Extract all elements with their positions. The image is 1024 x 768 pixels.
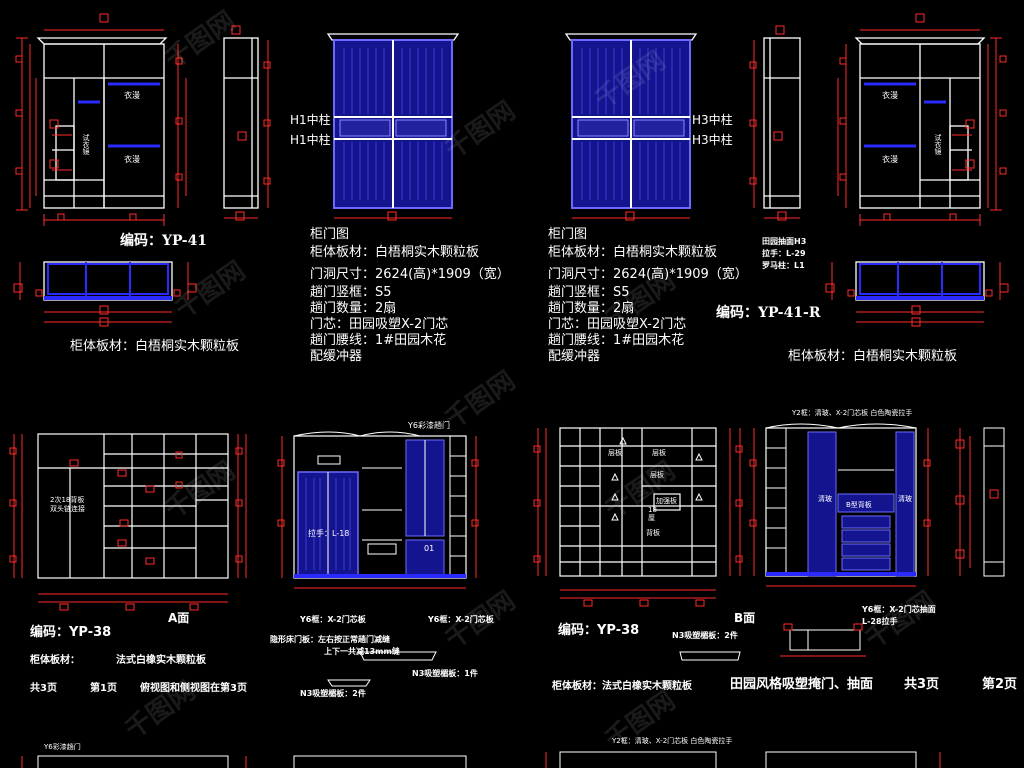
yp38-a-face-dims bbox=[9, 434, 247, 611]
yp38b-material: 柜体板材：法式白橡实木颗粒板 bbox=[552, 681, 692, 692]
yp38-code: 编码：YP-38 bbox=[30, 625, 112, 640]
yp41-hanging-rails bbox=[78, 82, 160, 148]
yp38-door-top-label: Y6彩漆趟门 bbox=[408, 421, 450, 430]
yp38b-glass-2: 清玻 bbox=[898, 495, 912, 503]
spec-right-line: 趟门数量：2扇 bbox=[548, 301, 635, 316]
bottom-strip-right-label: Y2框：清玻、X-2门芯板 白色陶瓷拉手 bbox=[612, 737, 733, 745]
yp41-label-yiman-top: 衣漫 bbox=[124, 91, 140, 100]
bottom-strip-drawings bbox=[21, 751, 941, 768]
yp41r-note: 田园抽面H3 bbox=[762, 237, 807, 246]
yp38-drawer-label: 01 bbox=[424, 544, 435, 553]
yp38-handle-label: 拉手：L-18 bbox=[308, 529, 350, 538]
yp41-code: 编码：YP-41 bbox=[120, 233, 208, 249]
yp38-n3-a: N3吸塑楣板：2件 bbox=[300, 689, 366, 698]
yp41-side-view bbox=[223, 37, 259, 209]
yp38b-shelf-1: 层板 bbox=[608, 449, 622, 457]
yp38b-style-note: 田园风格吸塑掩门、抽面 bbox=[730, 677, 874, 692]
spec-left-line: 趟门数量：2扇 bbox=[310, 301, 397, 316]
yp41-pillar-label-2: H1中柱 bbox=[290, 133, 331, 147]
sliding-door-right-elevation bbox=[564, 33, 698, 221]
spec-right-line: 柜门图 bbox=[548, 227, 588, 242]
yp41-pillar-label-1: H1中柱 bbox=[290, 113, 331, 127]
yp38-door-note-1: Y6框：X-2门芯板 bbox=[300, 615, 366, 624]
spec-left-line: 配缓冲器 bbox=[310, 349, 363, 364]
spec-left-line: 趟门腰线：1#田园木花 bbox=[310, 333, 447, 348]
yp38-a-face-cabinet bbox=[37, 433, 229, 579]
yp38b-right-note-1: Y6框：X-2门芯抽面 bbox=[862, 605, 936, 614]
yp38b-code: 编码：YP-38 bbox=[558, 623, 640, 638]
yp41r-pillar-label-2: H3中柱 bbox=[692, 133, 733, 147]
yp41r-hanging-rails bbox=[864, 82, 946, 148]
yp41r-note: 拉手：L-29 bbox=[762, 249, 806, 258]
spec-right-line: 趟门腰线：1#田园木花 bbox=[548, 333, 685, 348]
yp38b-pages: 共3页 bbox=[904, 677, 940, 692]
yp41r-plan-view bbox=[825, 261, 1009, 327]
yp38b-num-18: 18 厘 bbox=[648, 506, 657, 523]
yp41r-code: 编码：YP-41-R bbox=[716, 305, 821, 321]
spec-right-line: 配缓冲器 bbox=[548, 349, 601, 364]
yp38b-right-note-2: L-28拉手 bbox=[862, 617, 898, 626]
yp38b-glass-1: 清玻 bbox=[818, 495, 832, 503]
spec-right-line: 门洞尺寸：2624(高)*1909（宽） bbox=[548, 267, 748, 282]
yp41-label-yiman-bottom: 衣漫 bbox=[124, 155, 140, 164]
spec-right-line: 门芯：田园吸塑X-2门芯 bbox=[548, 317, 687, 332]
yp41r-side-dims bbox=[749, 25, 800, 221]
yp38b-back-b: B型背板 bbox=[846, 501, 872, 509]
yp38-material-label: 柜体板材： bbox=[30, 655, 80, 666]
sliding-door-left-elevation bbox=[326, 33, 460, 221]
yp41-side-dims bbox=[224, 25, 271, 221]
yp38-door-elevation bbox=[277, 431, 479, 687]
yp38-page-note: 俯视图和侧视图在第3页 bbox=[140, 683, 247, 694]
wardrobe-yp41-front bbox=[36, 37, 168, 209]
yp38b-n3: N3吸塑楣板：2件 bbox=[672, 631, 738, 640]
yp38-b-face-cabinet bbox=[559, 427, 717, 577]
yp41r-side-view bbox=[763, 37, 801, 209]
yp41r-material: 柜体板材：白梧桐实木颗粒板 bbox=[788, 349, 958, 364]
spec-left-line: 门芯：田园吸塑X-2门芯 bbox=[310, 317, 449, 332]
yp38-n3-b: N3吸塑楣板：1件 bbox=[412, 669, 478, 678]
bottom-strip-left-label: Y6彩漆趟门 bbox=[44, 743, 81, 751]
spec-left-line: 门洞尺寸：2624(高)*1909（宽） bbox=[310, 267, 510, 282]
yp41r-label-try-mirror: 试衣镜 bbox=[934, 134, 942, 155]
yp38-b-face-dims bbox=[533, 428, 743, 607]
spec-right-line: 趟门竖框：S5 bbox=[548, 285, 630, 300]
yp41r-label-yiman-bottom: 衣漫 bbox=[882, 155, 898, 164]
yp41r-dimensions bbox=[837, 13, 1007, 226]
spec-left-line: 趟门竖框：S5 bbox=[310, 285, 392, 300]
yp38b-face-label: B面 bbox=[734, 611, 756, 625]
yp38b-shelf-2: 层板 bbox=[652, 449, 666, 457]
yp38-b-detail-sections bbox=[679, 623, 866, 661]
yp41r-note: 罗马柱：L1 bbox=[762, 261, 805, 270]
yp38-material-value: 法式白橡实木颗粒板 bbox=[116, 655, 206, 666]
yp38b-page-num: 第2页 bbox=[982, 677, 1018, 692]
yp38-hidden-door-note-2: 上下一共减13mm缝 bbox=[324, 647, 400, 656]
yp38b-add-board: 加强板 bbox=[656, 497, 677, 505]
yp38b-shelf-3: 层板 bbox=[650, 471, 664, 479]
spec-right-line: 柜体板材：白梧桐实木颗粒板 bbox=[548, 245, 718, 260]
yp41-material: 柜体板材：白梧桐实木颗粒板 bbox=[70, 339, 240, 354]
yp38-page-num: 第1页 bbox=[90, 683, 117, 694]
yp38-b-face-triangles bbox=[611, 436, 703, 521]
wardrobe-yp41r-front bbox=[854, 37, 986, 209]
yp41-plan-view bbox=[13, 261, 197, 327]
yp38-a-face-label: A面 bbox=[168, 611, 190, 625]
yp41r-label-yiman-top: 衣漫 bbox=[882, 91, 898, 100]
spec-left-line: 柜门图 bbox=[310, 227, 350, 242]
yp38b-back: 背板 bbox=[646, 529, 660, 537]
yp38-b-side-view bbox=[955, 427, 1005, 577]
yp41-label-try-mirror: 试衣镜 bbox=[82, 134, 90, 155]
spec-left-line: 柜体板材：白梧桐实木颗粒板 bbox=[310, 245, 480, 260]
yp41r-pillar-label-1: H3中柱 bbox=[692, 113, 733, 127]
yp38-hidden-door-note: 隐形床门板：左右按正常趟门减缝 bbox=[270, 635, 390, 644]
yp38-door-note-2: Y6框：X-2门芯板 bbox=[428, 615, 494, 624]
yp38-panel-note: 2次18背板 双头链连接 bbox=[50, 496, 85, 514]
yp41-dimensions bbox=[15, 13, 187, 226]
yp38b-top-note: Y2框：清玻、X-2门芯板 白色陶瓷拉手 bbox=[792, 409, 913, 417]
yp38-pages: 共3页 bbox=[30, 683, 57, 694]
yp38-b-door-elevation bbox=[749, 423, 931, 587]
